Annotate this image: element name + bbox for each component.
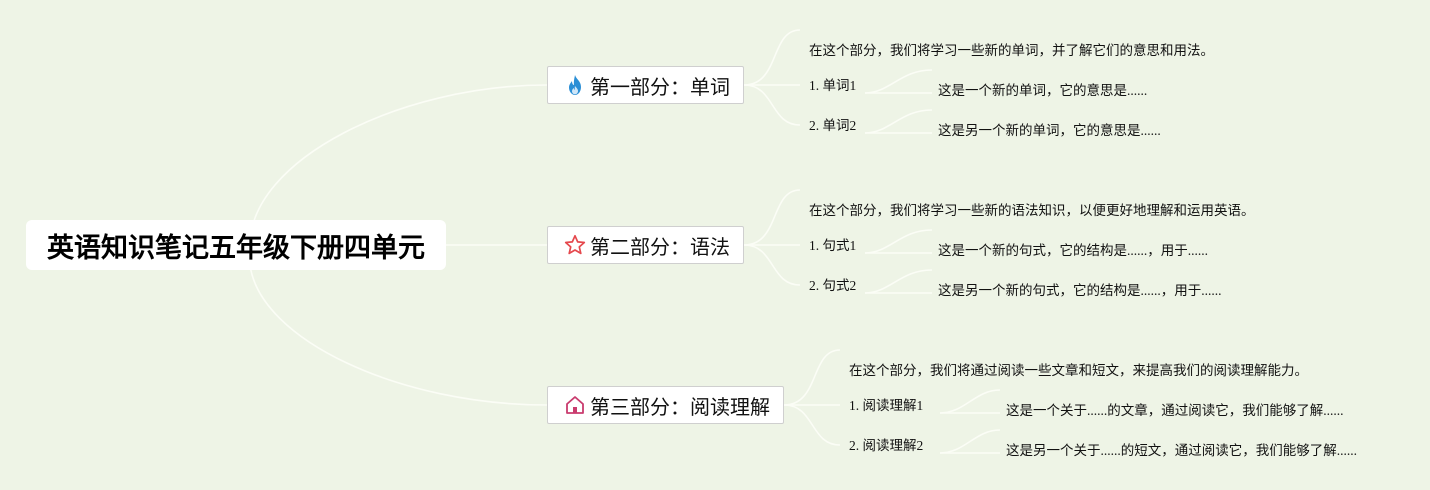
- section-2-intro: 在这个部分，我们将学习一些新的语法知识，以便更好地理解和运用英语。: [809, 203, 1255, 218]
- s1-connector-intro: [743, 29, 801, 86]
- section-2-item-2-label[interactable]: 2. 句式2: [809, 278, 857, 293]
- home-icon: [564, 394, 586, 416]
- section-3-node[interactable]: 第三部分：阅读理解: [547, 386, 784, 424]
- section-3-item-1-label[interactable]: 1. 阅读理解1: [849, 398, 924, 413]
- section-3-intro: 在这个部分，我们将通过阅读一些文章和短文，来提高我们的阅读理解能力。: [849, 363, 1308, 378]
- s2-connector-desc2: [864, 269, 933, 294]
- root-topic[interactable]: 英语知识笔记五年级下册四单元: [26, 220, 446, 270]
- section-1-item-2-label[interactable]: 2. 单词2: [809, 118, 857, 133]
- section-2-title: 第二部分：语法: [590, 234, 730, 259]
- section-3-item-1-desc: 这是一个关于......的文章，通过阅读它，我们能够了解......: [1006, 403, 1344, 418]
- section-2-item-1-label[interactable]: 1. 句式1: [809, 238, 857, 253]
- s3-connector-desc1: [939, 389, 1001, 414]
- fire-icon: [564, 74, 586, 96]
- s2-connector-item2: [743, 244, 801, 286]
- root-title: 英语知识笔记五年级下册四单元: [47, 232, 425, 264]
- section-1-item-2-desc: 这是另一个新的单词，它的意思是......: [938, 123, 1161, 138]
- root-connector-1: [249, 84, 548, 246]
- s1-connector-item2: [743, 84, 801, 126]
- section-3-item-2-label[interactable]: 2. 阅读理解2: [849, 438, 924, 453]
- section-1-item-1-label[interactable]: 1. 单词1: [809, 78, 857, 93]
- section-1-title: 第一部分：单词: [590, 74, 730, 99]
- star-icon: [564, 234, 586, 256]
- s2-connector-intro: [743, 189, 801, 246]
- section-3-title: 第三部分：阅读理解: [590, 394, 770, 419]
- section-2-item-2-desc: 这是另一个新的句式，它的结构是......，用于......: [938, 283, 1222, 298]
- s1-connector-desc1: [864, 69, 933, 94]
- s3-connector-desc2: [939, 429, 1001, 454]
- root-connector-3: [249, 264, 548, 406]
- s2-connector-desc1: [864, 229, 933, 254]
- s3-connector-intro: [783, 349, 841, 406]
- section-1-item-1-desc: 这是一个新的单词，它的意思是......: [938, 83, 1148, 98]
- section-1-node[interactable]: 第一部分：单词: [547, 66, 744, 104]
- section-1-intro: 在这个部分，我们将学习一些新的单词，并了解它们的意思和用法。: [809, 43, 1214, 58]
- s3-connector-item2: [783, 404, 841, 446]
- s1-connector-desc2: [864, 109, 933, 134]
- section-2-node[interactable]: 第二部分：语法: [547, 226, 744, 264]
- section-2-item-1-desc: 这是一个新的句式，它的结构是......，用于......: [938, 243, 1208, 258]
- section-3-item-2-desc: 这是另一个关于......的短文，通过阅读它，我们能够了解......: [1006, 443, 1357, 458]
